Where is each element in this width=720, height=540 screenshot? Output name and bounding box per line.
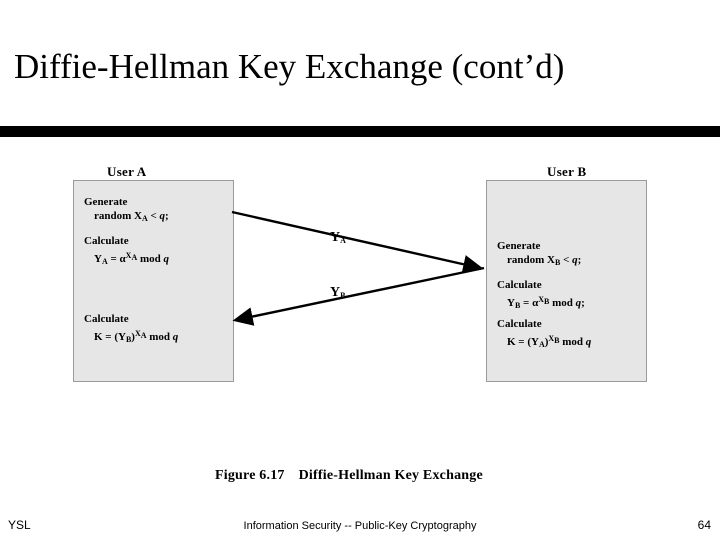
figure-caption: Figure 6.17 Diffie-Hellman Key Exchange bbox=[215, 468, 483, 484]
user-b-calculate2-header: Calculate bbox=[497, 318, 542, 330]
user-a-label: User A bbox=[107, 164, 147, 179]
user-b-box bbox=[486, 180, 647, 382]
user-a-generate-block: Generate random XA < q; bbox=[84, 196, 169, 225]
title-divider bbox=[0, 126, 720, 137]
user-b-generate-header: Generate bbox=[497, 240, 541, 252]
arrow-label-yb: YB bbox=[330, 285, 346, 300]
user-a-generate-header: Generate bbox=[84, 196, 128, 208]
user-b-generate-line: random XB < q; bbox=[507, 253, 582, 267]
user-a-generate-line: random XA < q; bbox=[94, 209, 169, 223]
user-a-calculate2-line: K = (YB)XA mod q bbox=[94, 328, 179, 344]
diffie-hellman-figure: User A User B Generate random XA < q; Ca… bbox=[60, 150, 680, 490]
footer-author: YSL bbox=[8, 518, 31, 532]
figure-caption-number: Figure 6.17 bbox=[215, 468, 285, 483]
page-title: Diffie-Hellman Key Exchange (cont’d) bbox=[14, 47, 565, 86]
user-b-calculate2-block: Calculate K = (YA)XB mod q bbox=[497, 318, 591, 351]
user-a-calculate2-header: Calculate bbox=[84, 313, 129, 325]
arrow-label-ya: YA bbox=[330, 230, 346, 245]
footer-title: Information Security -- Public-Key Crypt… bbox=[243, 520, 477, 532]
user-a-calculate2-block: Calculate K = (YB)XA mod q bbox=[84, 313, 178, 346]
figure-arrows bbox=[231, 210, 485, 326]
user-a-box bbox=[73, 180, 234, 382]
user-b-calculate-header: Calculate bbox=[497, 279, 542, 291]
user-b-label: User B bbox=[547, 164, 587, 179]
footer-page-number: 64 bbox=[697, 518, 711, 532]
user-b-calculate-line: YB = αXB mod q; bbox=[507, 294, 585, 310]
figure-caption-text: Diffie-Hellman Key Exchange bbox=[298, 468, 483, 483]
user-a-calculate-line: YA = αXA mod q bbox=[94, 250, 169, 266]
user-a-calculate-block: Calculate YA = αXA mod q bbox=[84, 235, 169, 268]
user-a-calculate-header: Calculate bbox=[84, 235, 129, 247]
user-b-calculate2-line: K = (YA)XB mod q bbox=[507, 333, 592, 349]
user-b-generate-block: Generate random XB < q; bbox=[497, 240, 581, 269]
user-b-calculate-block: Calculate YB = αXB mod q; bbox=[497, 279, 585, 312]
